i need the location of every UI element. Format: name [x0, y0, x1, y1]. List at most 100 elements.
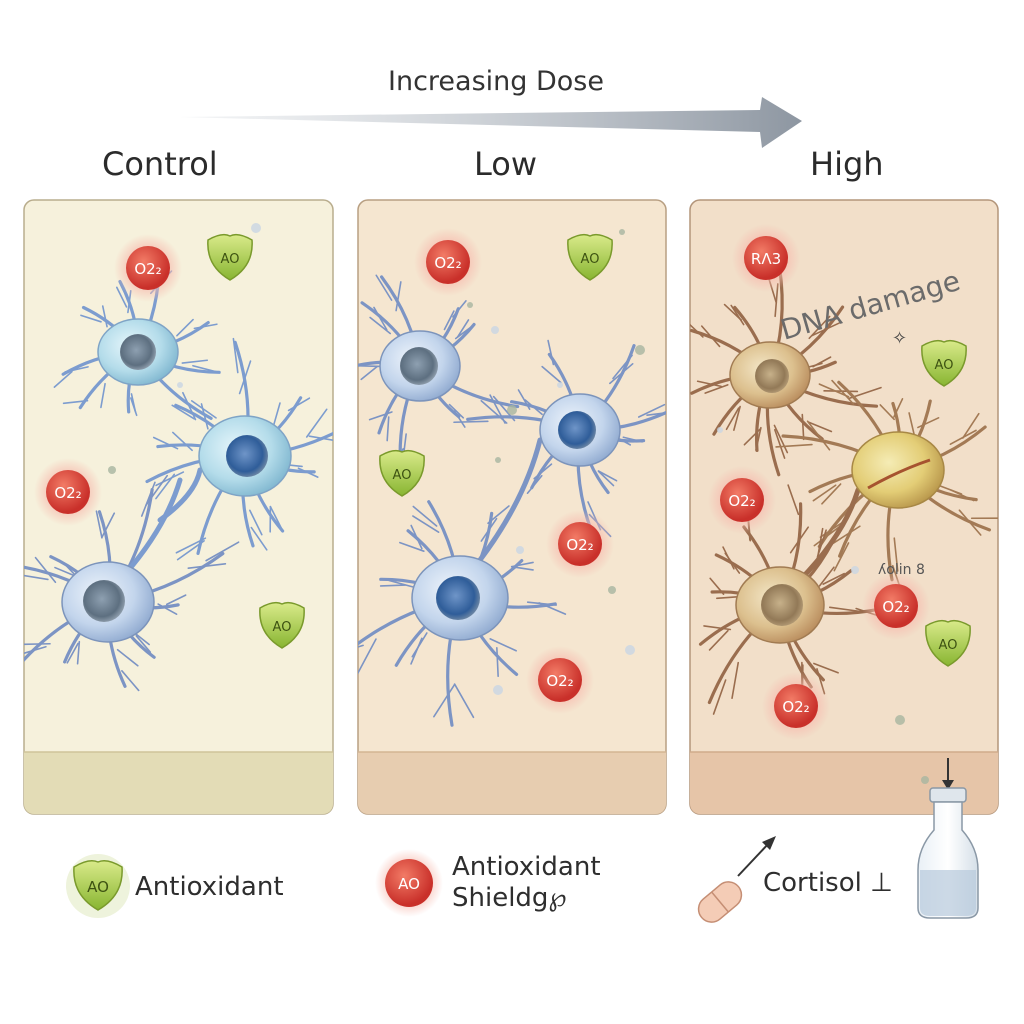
dendrite-twig — [533, 463, 553, 480]
dendrite-twig — [453, 683, 475, 719]
dendrite-twig — [232, 337, 239, 374]
flask-icon — [917, 758, 979, 919]
dendrite-twig — [962, 412, 980, 439]
dendrite-twig — [773, 424, 789, 454]
dendrite-twig — [66, 642, 79, 664]
dendrite-twig — [704, 384, 729, 394]
dendrite-twig — [287, 397, 311, 412]
dendrite-twig — [821, 483, 842, 505]
dendrite-twig — [774, 428, 786, 459]
dendrite-twig — [192, 364, 219, 373]
legend-antioxidant-label: Antioxidant — [135, 872, 284, 902]
dendrite-twig — [480, 399, 508, 424]
ros-badge-high-2: O2₂ — [708, 466, 776, 534]
cell-low-2 — [539, 393, 621, 467]
dendrite-twig — [832, 525, 861, 544]
ros-badge-label: O2₂ — [54, 484, 81, 502]
dendrite-twig — [730, 304, 745, 326]
dendrite-twig — [115, 286, 128, 308]
ros-badge-label: O2₂ — [782, 698, 809, 716]
ros-badge-low-2: O2₂ — [546, 510, 614, 578]
dendrite-twig — [411, 632, 428, 658]
axon — [797, 487, 861, 583]
dendrite-twig — [80, 314, 102, 323]
dendrite-twig — [612, 354, 633, 380]
legend-ao-icon: AO — [66, 854, 130, 918]
cell-high-2 — [851, 431, 945, 509]
ros-badge-control-1: O2₂ — [114, 234, 182, 302]
dendrite-twig — [709, 577, 725, 595]
dendrite-twig — [190, 400, 217, 419]
ao-shield-control-1: AO — [207, 233, 253, 281]
debris-particle — [851, 566, 859, 574]
dendrite-twig — [305, 408, 328, 438]
dendrite-twig — [807, 421, 833, 433]
dendrite-twig — [453, 410, 466, 428]
debris-particle — [557, 382, 563, 388]
dendrite-twig — [818, 383, 850, 398]
dendrite-twig — [375, 274, 393, 301]
debris-particle — [625, 645, 635, 655]
dendrite-twig — [308, 435, 333, 443]
dendrite-twig — [368, 411, 393, 421]
dendrite-twig — [696, 380, 722, 388]
dendrite-twig — [157, 603, 178, 616]
dendrite-twig — [712, 679, 727, 715]
ros-badge-high-4: O2₂ — [762, 672, 830, 740]
dendrite-twig — [879, 404, 895, 421]
dendrite-twig — [145, 474, 168, 506]
dendrite-twig — [813, 662, 839, 674]
dendrite-twig — [100, 382, 106, 409]
ao-shield-label: AO — [221, 252, 240, 267]
dendrite-twig — [238, 360, 252, 395]
dendrite-twig — [386, 416, 390, 442]
dendrite-twig — [456, 319, 470, 338]
dendrite-twig — [101, 512, 116, 539]
dendrite-twig — [62, 399, 89, 405]
dendrite-twig — [822, 572, 846, 585]
dendrite-twig — [487, 505, 510, 525]
dendrite-twig — [395, 281, 402, 312]
dendrite-twig — [443, 310, 455, 331]
axon — [477, 437, 543, 563]
ao-shield-label: AO — [393, 468, 412, 483]
ros-badge-label: O2₂ — [566, 536, 593, 554]
dendrite-twig — [511, 561, 534, 568]
dendrite-twig — [829, 606, 860, 613]
dendrite-twig — [597, 470, 618, 482]
dendrite-twig — [269, 505, 283, 530]
dendrite-twig — [755, 426, 762, 451]
dendrite-twig — [480, 517, 498, 542]
dna-damage-small-note: ʎolin 8 — [878, 562, 925, 578]
ao-shield-high-1: AO — [921, 339, 967, 387]
cell-high-1 — [729, 341, 811, 409]
dendrite-twig — [53, 370, 73, 388]
dendrite-twig — [547, 339, 555, 366]
dendrite-twig — [121, 670, 140, 692]
legend-shield-icon-label: AO — [398, 875, 420, 893]
dendrite-twig — [833, 542, 850, 572]
dendrite-twig — [787, 484, 800, 516]
ros-badge-low-1: O2₂ — [414, 228, 482, 296]
dendrite-twig — [95, 510, 103, 539]
dendrite-twig — [205, 541, 240, 562]
ros-badge-label: O2₂ — [728, 492, 755, 510]
ros-badge-label: O2₂ — [546, 672, 573, 690]
ao-shield-high-2: AO — [925, 619, 971, 667]
dendrite-twig — [454, 325, 473, 340]
debris-particle — [251, 223, 261, 233]
dendrite-twig — [893, 397, 904, 418]
dendrite-twig — [526, 601, 557, 606]
cell-control-3 — [61, 561, 155, 643]
legend-cortisol-label: Cortisol ⊥ — [763, 868, 893, 898]
debris-particle — [635, 345, 645, 355]
axon — [157, 467, 203, 523]
dendrite-twig — [54, 566, 76, 577]
dendrite-twig — [452, 300, 467, 318]
dendrite-twig — [116, 648, 139, 667]
ros-badge-low-3: O2₂ — [526, 646, 594, 714]
dendrite-twig — [433, 683, 456, 718]
dendrite-twig — [813, 525, 842, 547]
ros-badge-label: O2₂ — [134, 260, 161, 278]
dendrite-twig — [187, 563, 227, 569]
